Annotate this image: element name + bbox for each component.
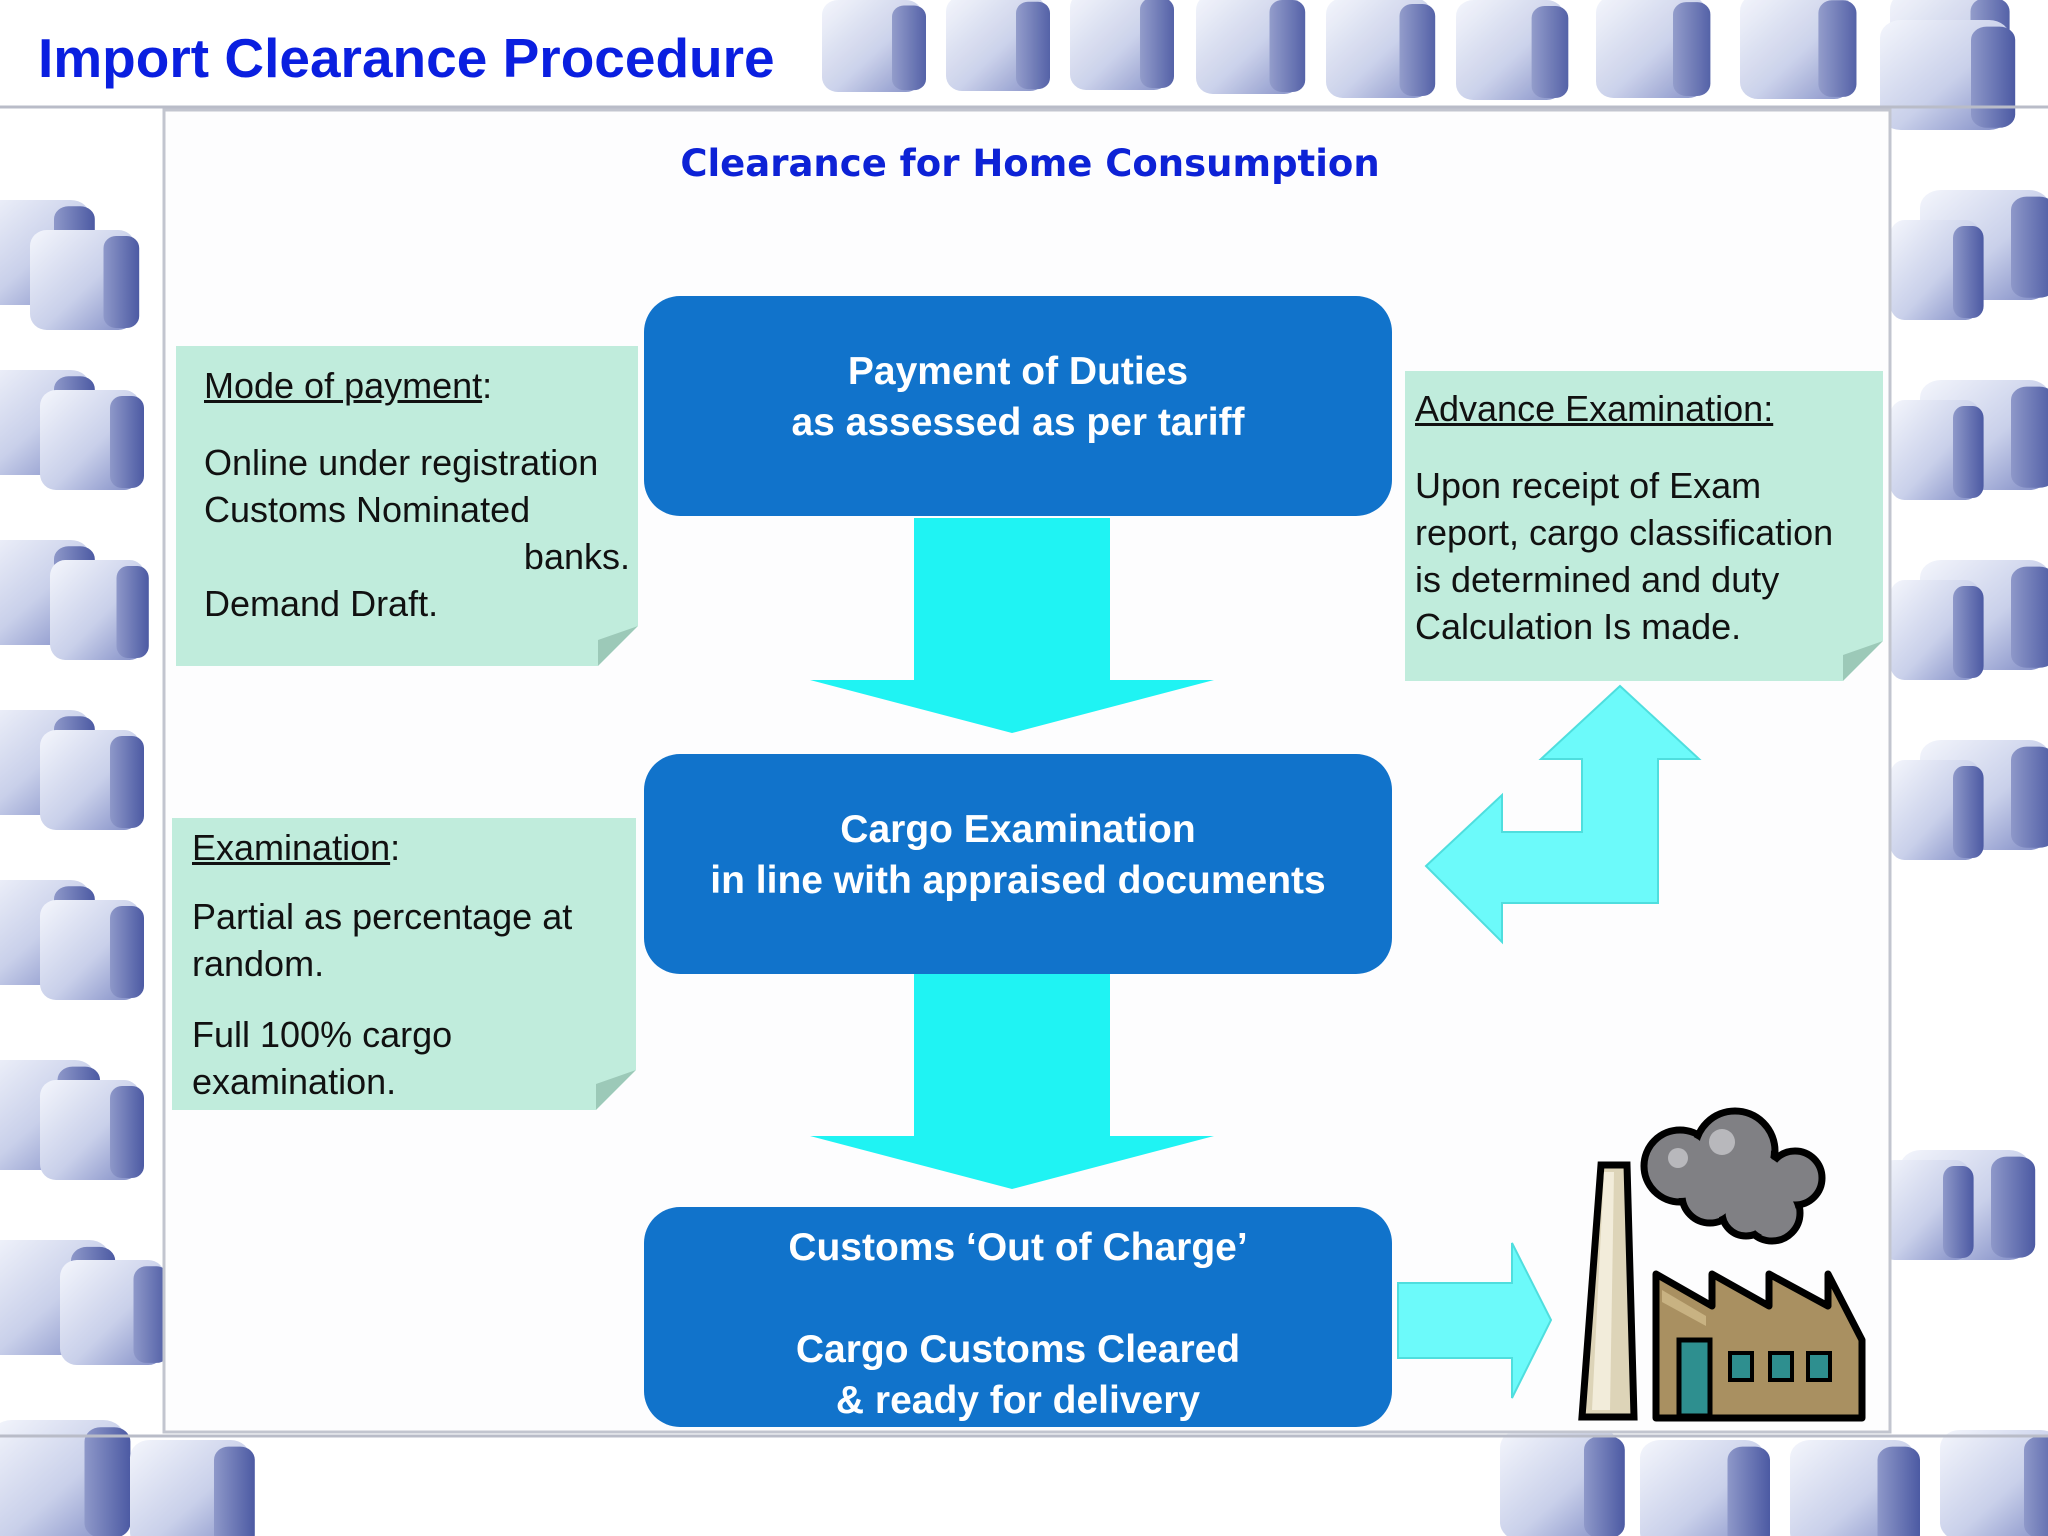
note-heading-suffix: : <box>482 365 493 406</box>
mode-of-payment-note: Mode of payment: Online under registrati… <box>176 346 638 666</box>
box-line: & ready for delivery <box>835 1379 1201 1422</box>
note-line: Calculation Is made. <box>1415 606 1742 647</box>
note-line: banks. <box>523 536 630 577</box>
box-line: Cargo Customs Cleared <box>795 1328 1241 1371</box>
note-line: Customs Nominated <box>204 489 531 530</box>
note-line: Demand Draft. <box>204 583 439 624</box>
note-heading-text: Advance Examination: <box>1415 388 1774 429</box>
note-heading: Examination: <box>192 824 636 871</box>
note-line: is determined and duty <box>1415 559 1780 600</box>
note-paragraph: Full 100% cargo examination. <box>192 1014 453 1102</box>
out-of-charge-box: Customs ‘Out of Charge’ Cargo Customs Cl… <box>644 1207 1392 1427</box>
examination-note: Examination: Partial as percentage at ra… <box>172 818 636 1110</box>
note-heading: Advance Examination: <box>1415 385 1883 432</box>
box-line-blank <box>644 1273 1392 1324</box>
right-arrow <box>1397 1242 1553 1399</box>
note-line: report, cargo classification <box>1415 512 1834 553</box>
note-heading-text: Mode of payment <box>204 365 483 406</box>
note-heading-text: Examination <box>192 827 391 868</box>
slide-title: Import Clearance Procedure <box>38 27 775 89</box>
diagram-subtitle: Clearance for Home Consumption <box>680 142 1380 185</box>
down-arrow-2 <box>810 974 1214 1189</box>
payment-of-duties-box: Payment of Duties as assessed as per tar… <box>644 296 1392 516</box>
note-line: Upon receipt of Exam <box>1415 465 1762 506</box>
advance-examination-note: Advance Examination: Upon receipt of Exa… <box>1405 371 1883 681</box>
factory-icon <box>1578 1107 1866 1422</box>
box-line: Customs ‘Out of Charge’ <box>788 1226 1248 1269</box>
down-arrow-1 <box>810 518 1214 733</box>
box-line: Cargo Examination <box>840 808 1196 851</box>
note-heading: Mode of payment: <box>204 362 638 409</box>
note-paragraph: Partial as percentage at random. <box>192 896 573 984</box>
note-heading-suffix: : <box>390 827 401 868</box>
box-line: in line with appraised documents <box>710 859 1326 902</box>
bent-arrow <box>1424 684 1702 945</box>
box-line: as assessed as per tariff <box>791 401 1245 444</box>
cargo-examination-box: Cargo Examination in line with appraised… <box>644 754 1392 974</box>
note-line: Online under registration <box>204 442 599 483</box>
box-line: Payment of Duties <box>847 350 1189 393</box>
